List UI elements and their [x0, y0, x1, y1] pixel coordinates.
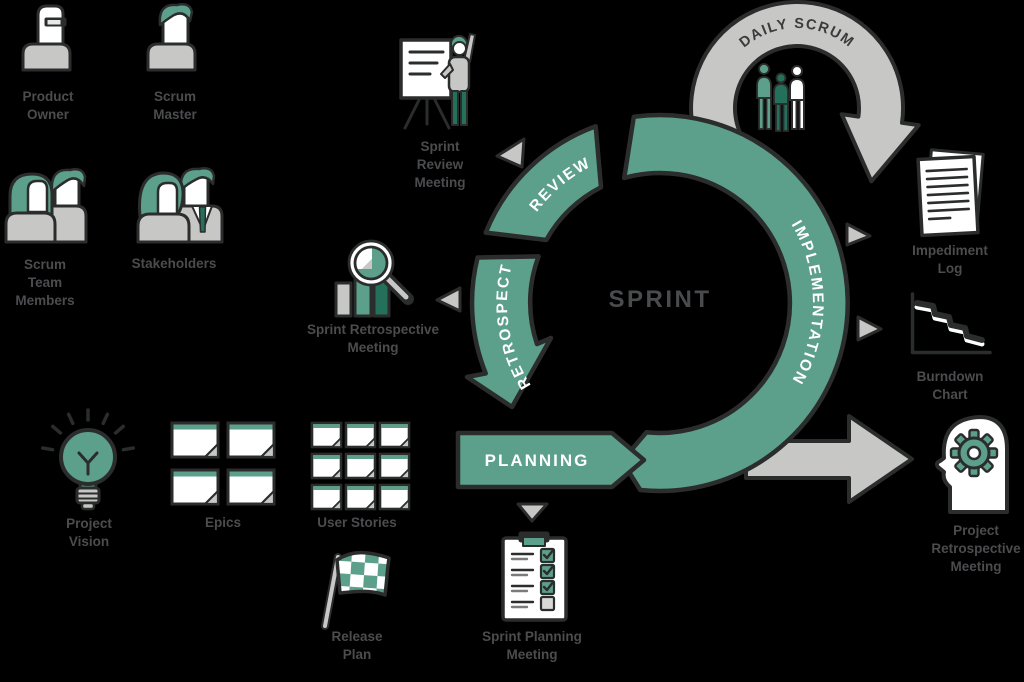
user-stories-label: User Stories [317, 515, 397, 530]
checkbox-empty-icon [539, 595, 556, 612]
implementation-segment [619, 112, 850, 494]
planning-label: PLANNING [485, 451, 590, 470]
project-vision-label: Project Vision [66, 516, 112, 549]
gear-icon [949, 428, 999, 478]
epics-label: Epics [204, 515, 242, 530]
review-segment [483, 124, 604, 243]
retrospect-segment-arrow [464, 254, 554, 410]
lightbulb-icon [40, 408, 136, 511]
scrum-team-members-icon [4, 168, 88, 244]
burndown-chart-label: Burndown Chart [916, 369, 984, 402]
sprint-cycle-ring: REVIEW RETROSPECT IMPLEMENTATION PLANNIN… [455, 112, 850, 494]
connector-triangle-retrospective [435, 286, 462, 313]
stakeholders-icon [136, 167, 224, 244]
checkbox-checked-icons [539, 547, 556, 596]
scrum-team-members-label: Scrum Team Members [15, 257, 75, 308]
scrum-master-label: Scrum Master [153, 89, 197, 122]
cycle-exit-arrow [744, 414, 914, 504]
daily-scrum-team-icon [756, 63, 805, 132]
sprint-retrospective-meeting-label: Sprint Retrospective Meeting [306, 322, 440, 355]
product-owner-icon [21, 4, 72, 72]
planning-arrow [455, 430, 647, 490]
glasses-icon [44, 17, 67, 27]
stakeholders-label: Stakeholders [131, 256, 217, 271]
burndown-chart-icon [910, 292, 992, 355]
connector-triangle-burndown [856, 315, 883, 342]
presentation-board-icon [399, 33, 476, 130]
impediment-log-document-icon [916, 148, 985, 238]
sticky-notes-user-stories-icon [310, 421, 411, 511]
magnifier-chart-icon [334, 239, 414, 318]
connector-triangle-review [495, 137, 526, 169]
presenter-person-icon [440, 33, 476, 126]
project-retrospective-meeting-label: Project Retrospective Meeting [931, 523, 1021, 574]
head-gear-icon [934, 415, 1009, 514]
connector-triangle-impediment [845, 222, 872, 247]
tie-icon [198, 206, 207, 233]
sprint-center-label: SPRINT [608, 286, 711, 313]
sprint-review-meeting-label: Sprint Review Meeting [414, 139, 466, 190]
scrum-master-icon [146, 3, 197, 72]
impediment-log-label: Impediment Log [912, 243, 988, 276]
checkered-flag-icon [321, 550, 391, 630]
product-owner-label: Product Owner [22, 89, 74, 122]
sprint-planning-meeting-label: Sprint Planning Meeting [482, 629, 582, 662]
clipboard-checklist-icon [501, 531, 568, 622]
sticky-notes-epics-icon [170, 421, 276, 506]
release-plan-label: Release Plan [331, 629, 383, 662]
connector-triangle-planning [516, 502, 549, 523]
